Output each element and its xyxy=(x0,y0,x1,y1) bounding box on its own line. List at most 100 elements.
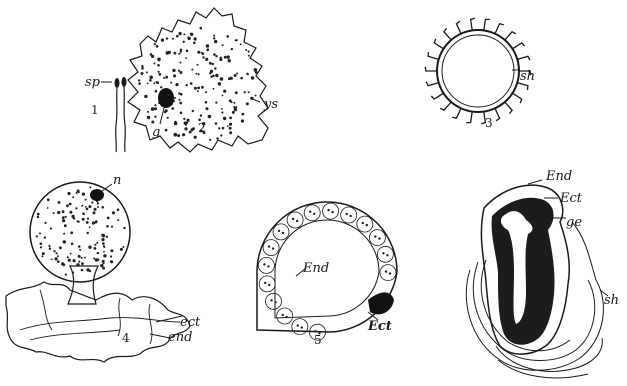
granule xyxy=(84,257,86,259)
cell-nucleus xyxy=(382,252,384,254)
granule xyxy=(69,203,72,206)
figure-5-cell-ring: End Ect 5 xyxy=(257,202,397,347)
granule xyxy=(110,249,113,252)
granule xyxy=(212,63,214,65)
granule xyxy=(82,193,85,196)
granule xyxy=(78,261,80,263)
chorionic-villi xyxy=(425,18,531,124)
granule xyxy=(58,201,61,204)
villus xyxy=(425,67,437,71)
cell-nucleus xyxy=(292,218,294,220)
figure-3-blastocyst: sh 3 xyxy=(425,18,535,130)
granule xyxy=(154,116,156,118)
granule xyxy=(220,134,222,136)
granule xyxy=(197,51,200,54)
granule xyxy=(229,123,232,126)
granule xyxy=(95,220,98,223)
granule xyxy=(62,216,65,219)
granule xyxy=(117,209,120,212)
granule xyxy=(47,198,50,201)
granule xyxy=(102,260,105,263)
granule xyxy=(209,139,211,141)
cell-nucleus xyxy=(346,213,348,215)
granule xyxy=(213,53,216,56)
granule xyxy=(163,77,165,79)
figure-6-embryo: End Ect ge sh xyxy=(466,169,619,378)
granule xyxy=(235,106,237,108)
granule xyxy=(122,246,124,248)
granule xyxy=(248,50,250,52)
granule xyxy=(187,36,190,39)
granule xyxy=(190,33,193,36)
cell-nucleus xyxy=(264,282,266,284)
granule xyxy=(170,82,172,84)
cell-nucleus xyxy=(282,232,284,234)
granule xyxy=(149,79,152,82)
granule xyxy=(228,59,231,62)
granule xyxy=(185,57,187,59)
cell-nucleus xyxy=(331,211,333,213)
granule xyxy=(50,227,52,229)
granule xyxy=(85,206,87,208)
granule xyxy=(110,255,112,257)
granule xyxy=(229,127,232,130)
granule xyxy=(186,122,189,125)
granule xyxy=(44,236,46,238)
granule xyxy=(194,37,197,40)
granule xyxy=(64,224,67,227)
villus xyxy=(517,56,530,60)
granule xyxy=(110,260,113,263)
granule xyxy=(53,250,55,252)
granule xyxy=(232,111,235,114)
granule xyxy=(70,231,73,234)
cell-nucleus xyxy=(274,301,276,303)
granule xyxy=(172,69,175,72)
granule xyxy=(66,204,69,207)
cell-nucleus xyxy=(362,222,364,224)
granule xyxy=(216,137,218,139)
granule xyxy=(178,92,180,94)
cell-nucleus xyxy=(309,211,311,213)
granule xyxy=(179,62,181,64)
granule xyxy=(206,48,209,51)
granule xyxy=(76,192,78,194)
granule xyxy=(102,242,105,245)
granule xyxy=(94,244,96,246)
granule xyxy=(215,55,217,57)
granule xyxy=(206,44,209,47)
granule xyxy=(91,201,93,203)
granule xyxy=(103,251,105,253)
granule xyxy=(214,40,217,43)
granule xyxy=(67,192,70,195)
cell-nucleus xyxy=(327,209,329,211)
granule xyxy=(158,71,160,73)
cell xyxy=(369,230,385,246)
granule xyxy=(235,91,238,94)
granule xyxy=(174,122,178,126)
granule xyxy=(78,255,81,258)
granule xyxy=(178,53,180,55)
granule xyxy=(156,81,159,84)
villus xyxy=(505,32,516,40)
cell xyxy=(263,240,279,256)
granule xyxy=(166,37,168,39)
granule xyxy=(81,262,84,265)
granule xyxy=(234,74,237,77)
granule xyxy=(111,226,113,228)
granule xyxy=(223,117,226,120)
granule xyxy=(194,87,197,90)
cell-nucleus xyxy=(301,326,303,328)
cell-nucleus xyxy=(385,270,387,272)
granule xyxy=(65,216,67,218)
granule xyxy=(171,107,174,110)
granule xyxy=(226,35,229,38)
granule xyxy=(82,218,85,221)
granule xyxy=(69,211,72,214)
figure-number-4: 4 xyxy=(122,331,130,345)
granule xyxy=(158,73,161,76)
granule xyxy=(63,233,65,235)
granule xyxy=(255,95,257,97)
granule xyxy=(89,270,91,272)
granule xyxy=(197,73,199,75)
